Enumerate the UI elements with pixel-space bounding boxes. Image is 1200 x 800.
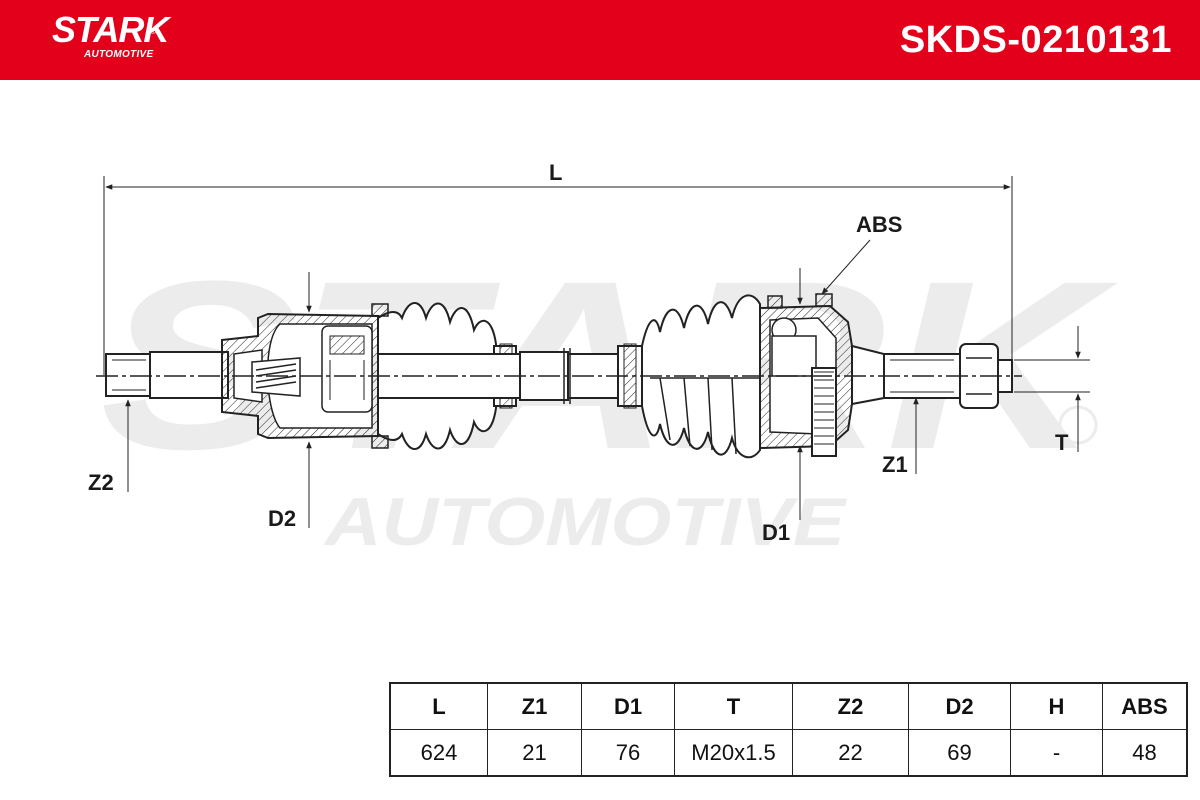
- value-abs: 48: [1102, 729, 1188, 777]
- header-d1: D1: [581, 682, 675, 730]
- watermark-sub: AUTOMOTIVE: [323, 484, 848, 560]
- header-bar: STARK AUTOMOTIVE ® SKDS-0210131: [0, 0, 1200, 80]
- value-z1: 21: [487, 729, 582, 777]
- dimension-d2: D2: [268, 272, 312, 531]
- value-t: M20x1.5: [674, 729, 793, 777]
- value-z2: 22: [792, 729, 909, 777]
- stark-logo: STARK AUTOMOTIVE: [52, 9, 169, 60]
- left-stub-shaft: [105, 351, 229, 399]
- drive-shaft-drawing: STARK AUTOMOTIVE L: [88, 160, 1118, 560]
- logo-brand-text: STARK: [52, 9, 169, 50]
- logo-sub-text: AUTOMOTIVE: [84, 49, 154, 60]
- value-l: 624: [389, 729, 488, 777]
- label-z1: Z1: [882, 452, 908, 477]
- label-z2: Z2: [88, 470, 114, 495]
- header-t: T: [674, 682, 793, 730]
- value-d1: 76: [581, 729, 675, 777]
- dimension-t: T: [1014, 326, 1090, 455]
- label-d2: D2: [268, 506, 296, 531]
- part-number: SKDS-0210131: [899, 19, 1172, 61]
- dimension-z2: Z2: [88, 399, 131, 495]
- header-z2: Z2: [792, 682, 909, 730]
- spec-table: L Z1 D1 T Z2 D2 H ABS 624 21 76 M20x1.5 …: [389, 682, 1188, 777]
- dimension-abs: ABS: [821, 212, 902, 295]
- spec-table-header-row: L Z1 D1 T Z2 D2 H ABS: [389, 682, 1188, 730]
- label-l: L: [549, 160, 562, 185]
- header-l: L: [389, 682, 488, 730]
- value-d2: 69: [908, 729, 1011, 777]
- label-d1: D1: [762, 520, 790, 545]
- dimension-z1: Z1: [882, 397, 919, 477]
- label-t: T: [1055, 430, 1069, 455]
- logo-registered-mark: ®: [150, 27, 156, 36]
- value-h: -: [1010, 729, 1103, 777]
- header-abs: ABS: [1102, 682, 1188, 730]
- spec-table-value-row: 624 21 76 M20x1.5 22 69 - 48: [389, 729, 1188, 777]
- label-abs: ABS: [856, 212, 902, 237]
- header-z1: Z1: [487, 682, 582, 730]
- header-d2: D2: [908, 682, 1011, 730]
- header-h: H: [1010, 682, 1103, 730]
- dimension-l: L: [103, 160, 1013, 375]
- dimension-d1: D1: [762, 268, 803, 545]
